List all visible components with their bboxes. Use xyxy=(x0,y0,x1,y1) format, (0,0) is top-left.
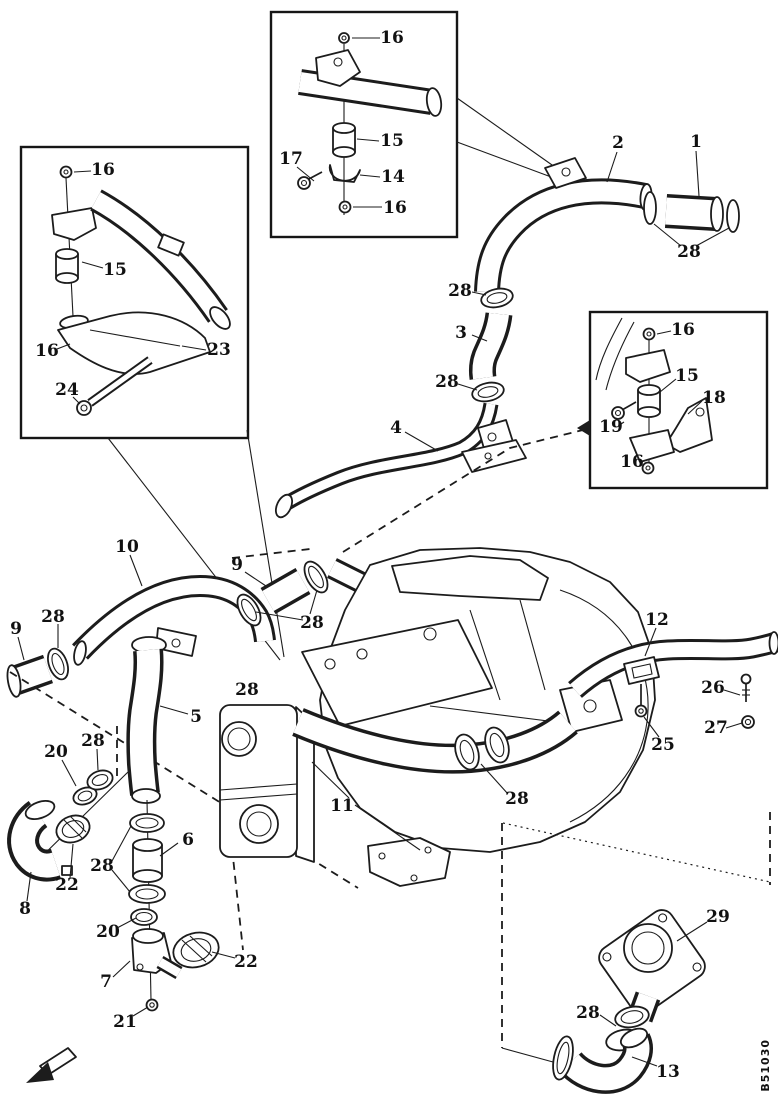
hose-3-tube-4 xyxy=(274,287,527,519)
engine-block xyxy=(292,547,656,887)
figure-code: B51030 xyxy=(759,1039,772,1092)
hose-2-assembly xyxy=(474,150,740,293)
inset-left-parts xyxy=(51,165,231,416)
front-direction-arrow-icon xyxy=(26,1047,77,1083)
inset-box-right xyxy=(577,310,769,490)
elbow-8-chain xyxy=(7,748,236,969)
dashed-reference-lines-top xyxy=(231,429,584,559)
hose-5-chain xyxy=(111,627,197,1017)
inset-top-parts xyxy=(296,32,443,215)
hose-10-assembly xyxy=(6,554,373,698)
hose-12-assembly xyxy=(568,627,778,738)
water-pump-outlet-group xyxy=(501,812,771,1094)
inset-right-parts xyxy=(595,317,713,475)
